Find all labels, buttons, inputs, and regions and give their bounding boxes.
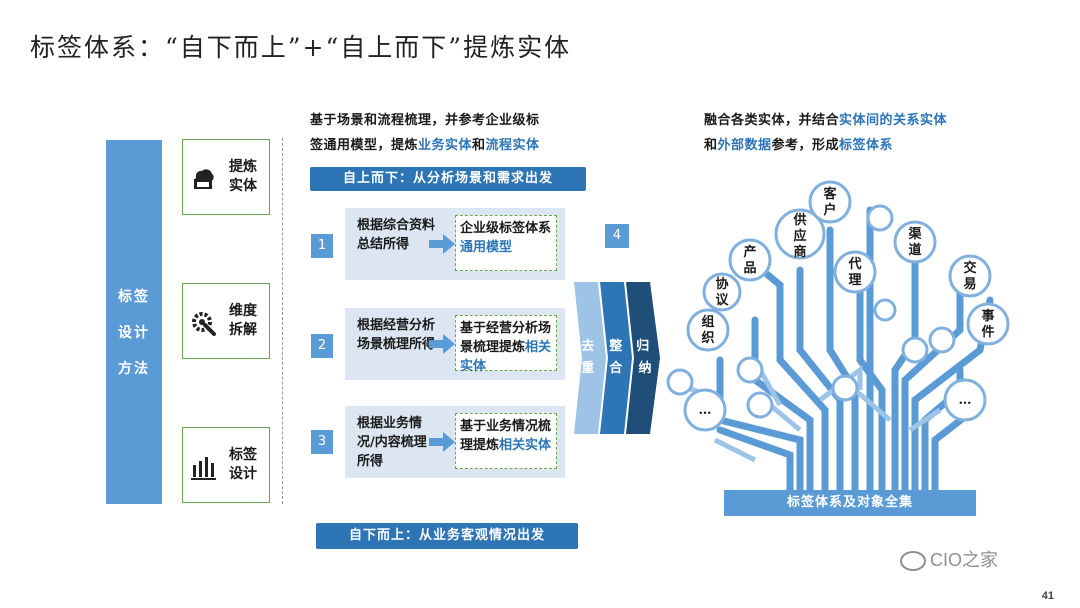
row-2: 根据经营分析场景梳理所得 基于经营分析场景梳理提炼相关实体 — [345, 308, 565, 380]
chevron-integrate — [600, 282, 632, 434]
right-description: 融合各类实体，并结合实体间的关系实体 和外部数据参考，形成标签体系 — [704, 113, 948, 153]
bar-chart-icon — [191, 457, 216, 480]
bottom-up-banner: 自下而上：从业务客观情况出发 — [316, 523, 578, 549]
svg-text:议: 议 — [715, 292, 729, 308]
svg-text:应: 应 — [793, 228, 806, 244]
step-4-badge: 4 — [605, 224, 629, 248]
row-result: 基于经营分析场景梳理提炼相关实体 — [455, 315, 557, 374]
step-dimension-split: 维度拆解 — [182, 283, 270, 359]
svg-text:客: 客 — [823, 186, 837, 202]
chevron-dedupe — [574, 282, 606, 434]
page-number: 41 — [1041, 590, 1054, 602]
step-label: 提炼实体 — [229, 159, 257, 194]
bar-text-3: 方法 — [118, 361, 150, 377]
row-3: 根据业务情况/内容梳理所得 基于业务情况梳理提炼相关实体 — [345, 406, 565, 478]
tree-nodes — [666, 180, 1010, 432]
svg-text:组: 组 — [701, 314, 714, 330]
svg-text:理: 理 — [848, 273, 861, 288]
svg-text:道: 道 — [908, 242, 921, 258]
wechat-icon — [900, 551, 926, 572]
step-label: 维度拆解 — [229, 303, 257, 338]
merge-chevrons: 去 重 整 合 归 纳 — [574, 282, 660, 434]
svg-text:织: 织 — [701, 330, 714, 346]
chevron-summarize — [626, 282, 660, 434]
svg-text:易: 易 — [963, 277, 976, 292]
svg-text:协: 协 — [715, 276, 728, 292]
arrow-right-icon — [429, 432, 455, 452]
design-method-bar: 标签 设计 方法 — [106, 140, 162, 504]
chevron-text-1a: 去 — [581, 338, 594, 354]
step-label: 标签设计 — [229, 447, 257, 482]
row-source: 根据经营分析场景梳理所得 — [357, 318, 436, 352]
svg-text:渠: 渠 — [907, 226, 922, 242]
arrow-right-icon — [429, 234, 455, 254]
svg-text:…: … — [959, 393, 972, 408]
step-extract-entity: 提炼实体 — [182, 139, 270, 215]
svg-text:去 重 整 合 归: 去 重 整 合 归 纳 — [581, 338, 654, 376]
svg-text:交: 交 — [963, 260, 976, 276]
row-source: 根据业务情况/内容梳理所得 — [357, 416, 427, 469]
chevron-text-3a: 归 — [636, 338, 649, 354]
svg-text:代: 代 — [847, 256, 861, 272]
row-number: 2 — [311, 334, 333, 358]
node-labels: 组织 协议 产品 供应商 客户 代理 渠道 交易 事件 … … — [699, 186, 995, 418]
bar-text-1: 标签 — [118, 289, 150, 305]
row-1: 根据综合资料总结所得 企业级标签体系通用模型 — [345, 208, 565, 280]
page-title: 标签体系：“自下而上”+“自上而下”提炼实体 — [30, 33, 572, 62]
row-number: 3 — [311, 430, 333, 454]
svg-text:产: 产 — [743, 244, 756, 260]
top-line-1: 基于场景和流程梳理，并参考企业级标 — [310, 113, 540, 128]
gear-wrench-icon — [192, 312, 216, 336]
svg-text:供: 供 — [792, 212, 806, 228]
step-tag-design: 标签设计 — [182, 427, 270, 503]
chevron-text-2a: 整 — [608, 338, 623, 354]
chevron-text-1b: 重 — [581, 360, 594, 376]
bar-text-2: 设计 — [118, 325, 150, 341]
row-number: 1 — [311, 234, 333, 258]
tree-base-label: 标签体系及对象全集 — [724, 490, 976, 516]
svg-text:品: 品 — [743, 261, 756, 276]
divider — [282, 138, 283, 504]
arrow-right-icon — [429, 334, 455, 354]
row-result: 基于业务情况梳理提炼相关实体 — [455, 413, 557, 469]
watermark: CIO之家 — [900, 546, 998, 572]
chevron-text-2b: 合 — [609, 360, 623, 376]
svg-text:事: 事 — [981, 308, 994, 324]
svg-text:件: 件 — [981, 324, 994, 340]
cloud-folder-icon — [194, 169, 214, 189]
row-source: 根据综合资料总结所得 — [357, 218, 436, 252]
svg-text:户: 户 — [823, 202, 836, 218]
top-line-2: 签通用模型，提炼业务实体和流程实体 — [310, 138, 540, 153]
top-description: 基于场景和流程梳理，并参考企业级标 签通用模型，提炼业务实体和流程实体 — [310, 108, 590, 158]
chevron-text-3b: 纳 — [638, 360, 651, 376]
tag-system-tree: 组织 协议 产品 供应商 客户 代理 渠道 交易 事件 … … — [666, 180, 1010, 496]
svg-text:商: 商 — [793, 244, 806, 260]
top-down-banner: 自上而下：从分析场景和需求出发 — [310, 167, 586, 191]
svg-text:…: … — [699, 403, 712, 418]
row-result: 企业级标签体系通用模型 — [455, 215, 557, 271]
